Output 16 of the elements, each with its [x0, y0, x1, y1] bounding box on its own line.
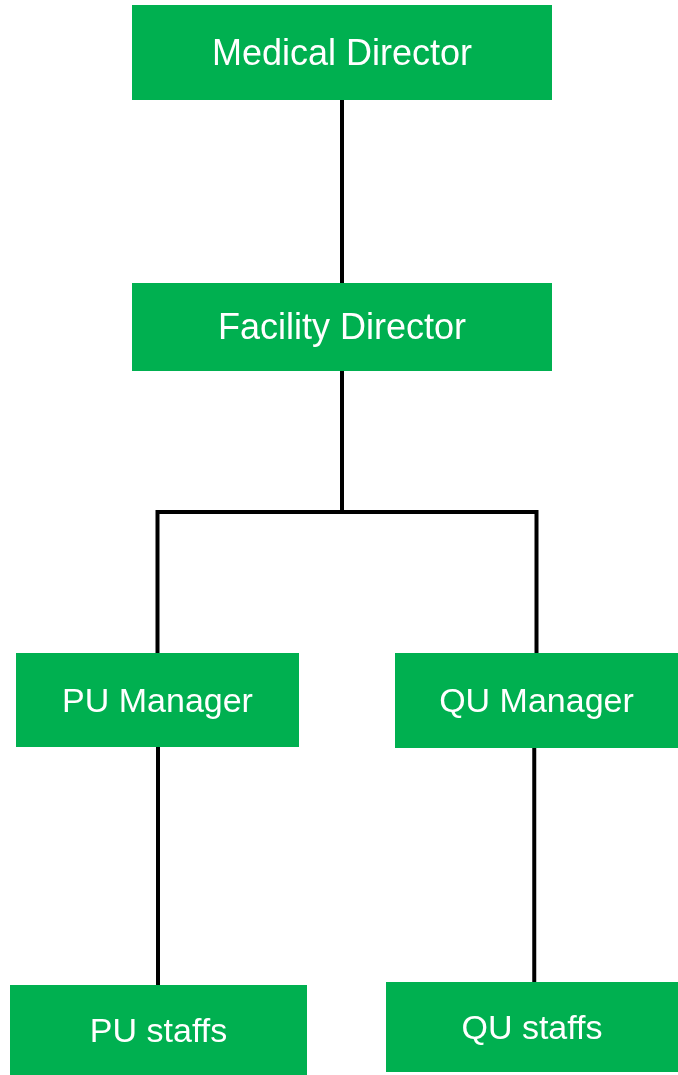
connector-line	[532, 748, 537, 982]
role-box	[16, 653, 299, 747]
role-box	[132, 283, 552, 371]
role-box	[395, 653, 678, 748]
connector-line	[340, 371, 539, 653]
role-title: QU staffs	[461, 1006, 603, 1048]
connector-line	[340, 100, 344, 283]
role-title: Facility Director	[218, 305, 466, 349]
role-title: QU Manager	[439, 680, 634, 721]
role-box	[132, 5, 552, 100]
role-title: PU Manager	[62, 679, 253, 721]
role-title: PU staffs	[89, 1009, 228, 1051]
role-title: Medical Director	[211, 30, 473, 75]
role-box	[10, 985, 307, 1075]
role-box	[386, 982, 678, 1072]
connector-line	[156, 747, 160, 985]
